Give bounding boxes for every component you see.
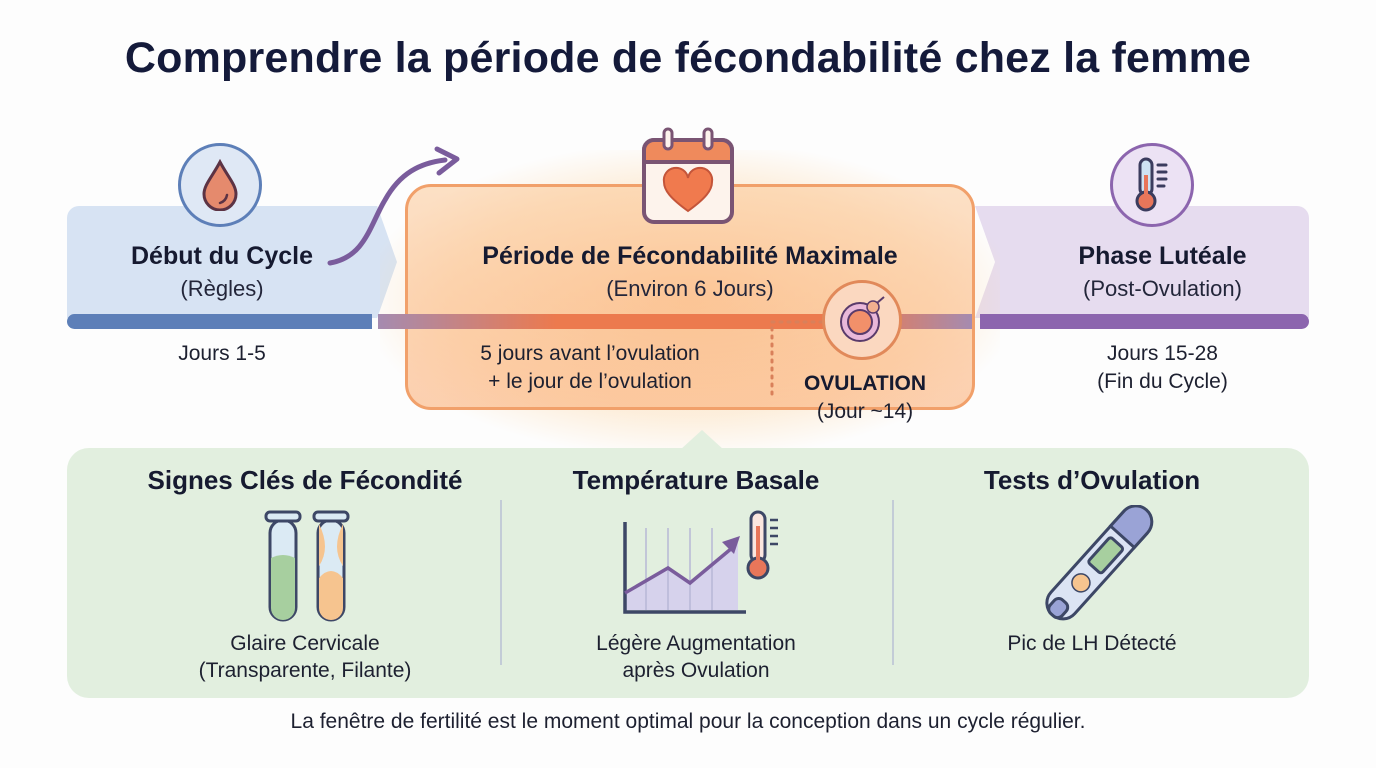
phase-days-luteal: Jours 15-28 [1107, 342, 1218, 365]
card-title-cervical: Signes Clés de Fécondité [147, 465, 463, 495]
phase-subtitle-luteal: (Post-Ovulation) [1083, 276, 1242, 301]
ovulation-label: OVULATION [803, 372, 927, 395]
panel-divider [500, 500, 502, 665]
card-text-opk: Pic de LH Détecté [1007, 632, 1177, 655]
phase-subtitle-menstruation: (Règles) [180, 276, 264, 301]
card-text-bbt-line2: après Ovulation [622, 659, 770, 682]
timeline-bar-menstruation [67, 314, 372, 329]
card-text-cervical-line1: Glaire Cervicale [230, 632, 380, 655]
footer-note: La fenêtre de fertilité est le moment op… [290, 710, 1086, 733]
ovulation-day: (Jour ~14) [816, 400, 914, 423]
phase-days-menstruation: Jours 1-5 [178, 342, 266, 365]
card-title-opk: Tests d’Ovulation [983, 465, 1201, 495]
blood-drop-icon [178, 143, 262, 227]
card-title-bbt: Température Basale [572, 465, 820, 495]
page-title: Comprendre la période de fécondabilité c… [124, 34, 1252, 82]
thermometer-icon [1110, 143, 1194, 227]
panel-divider [892, 500, 894, 665]
fertile-detail-line2: + le jour de l’ovulation [488, 370, 692, 393]
ovulation-test-icon [1035, 504, 1160, 630]
calendar-heart-icon [640, 126, 736, 226]
phase-title-luteal: Phase Lutéale [1078, 242, 1247, 270]
ovulation-dotted-connector [770, 320, 826, 396]
phase-days-luteal-end: (Fin du Cycle) [1097, 370, 1228, 393]
card-text-cervical-line2: (Transparente, Filante) [198, 659, 412, 682]
temperature-chart-icon [620, 508, 790, 623]
timeline-bar-luteal [980, 314, 1309, 329]
test-tubes-icon [263, 508, 355, 631]
phase-subtitle-fertile: (Environ 6 Jours) [606, 276, 774, 301]
card-text-bbt-line1: Légère Augmentation [596, 632, 796, 655]
phase-title-menstruation: Début du Cycle [131, 242, 313, 270]
phase-title-fertile: Période de Fécondabilité Maximale [482, 242, 898, 270]
curved-arrow-icon [327, 146, 460, 266]
ovum-sperm-icon [822, 280, 902, 360]
panel-pointer [680, 430, 724, 450]
fertile-detail-line1: 5 jours avant l’ovulation [480, 342, 700, 365]
